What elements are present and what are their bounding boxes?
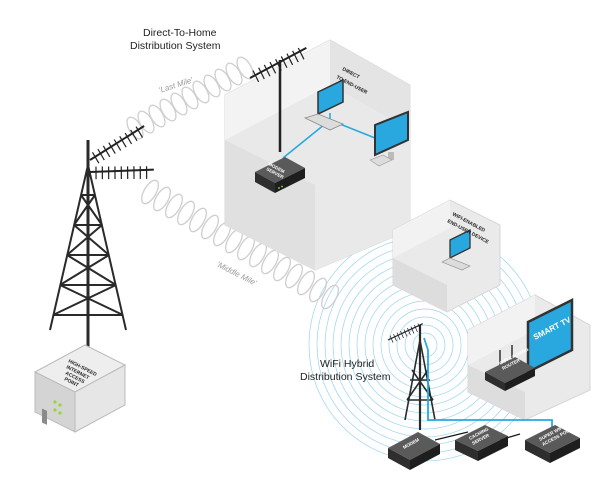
house-mast-antenna: [245, 45, 312, 152]
dth-title-1: Direct-To-Home: [143, 27, 217, 39]
lattice-tower-icon: [49, 140, 127, 360]
wifi-laptop-icon: [441, 228, 471, 271]
laptop-icon: [303, 78, 345, 131]
tower-yagi-antennas: [84, 124, 156, 197]
wifi-hybrid-title-1: WiFi Hybrid: [320, 358, 374, 370]
dth-house: [224, 39, 411, 271]
access-point-server-box: HIGH-SPEED INTERNET ACCESS POINT: [33, 344, 127, 433]
wifi-hybrid-title-2: Distribution System: [300, 371, 391, 383]
last-mile-coil: [126, 56, 254, 140]
dth-title-2: Distribution System: [130, 40, 221, 52]
tv-icon: SMART TV: [526, 297, 574, 375]
caching-server-box: CACHING SERVER: [455, 425, 508, 461]
wifi-device-house: [392, 199, 501, 313]
modem-server-box: MODEM SERVER: [255, 157, 305, 193]
middle-mile-label: 'Middle Mile': [215, 260, 258, 288]
modem-box: MODEM: [388, 432, 440, 470]
last-mile-label: 'Last Mile': [158, 75, 195, 95]
desktop-monitor-icon: [369, 110, 409, 167]
super-wifi-access-point-box: SUPER WIFI ACCESS POINT: [525, 425, 580, 463]
